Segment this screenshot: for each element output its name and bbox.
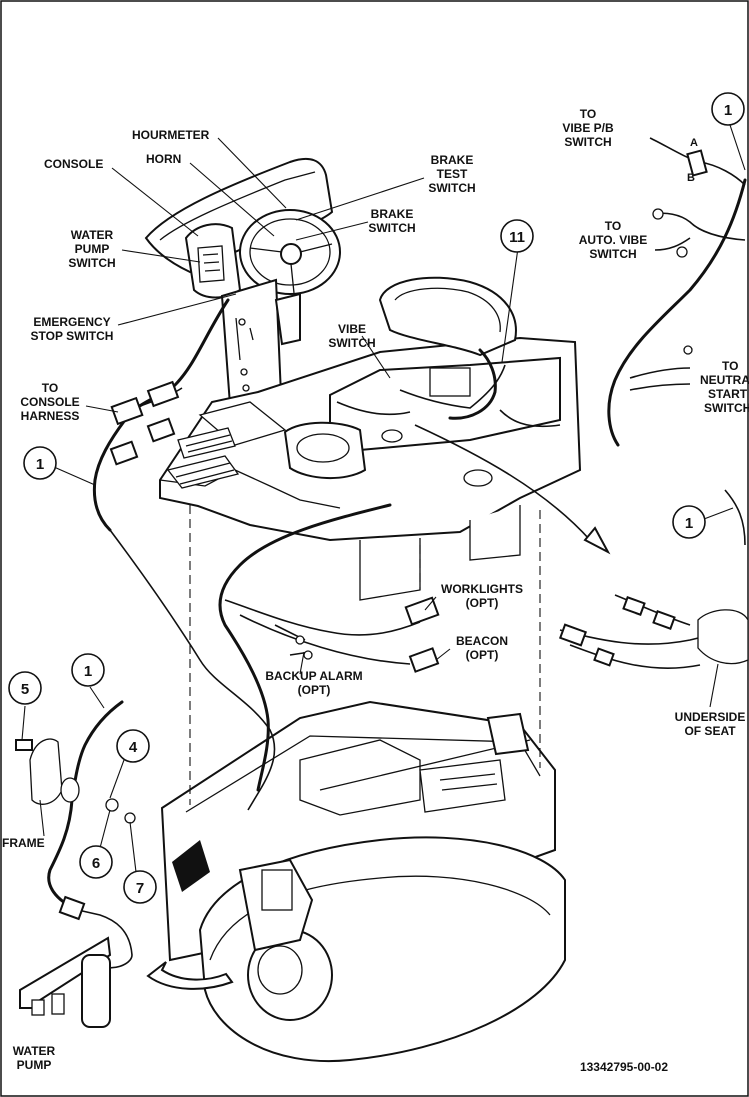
right-harness: [558, 137, 749, 670]
callout-4: 4: [116, 729, 150, 763]
svg-text:BRAKE: BRAKE: [431, 153, 474, 167]
label-vibe-pb-switch: TO VIBE P/B SWITCH: [562, 107, 614, 149]
svg-text:1: 1: [84, 663, 92, 680]
label-auto-vibe-switch: TO AUTO. VIBE SWITCH: [579, 219, 647, 261]
callout-1-bottom: 1: [71, 653, 105, 687]
svg-text:PUMP: PUMP: [75, 242, 110, 256]
label-console-harness: TO CONSOLE HARNESS: [20, 381, 79, 423]
svg-text:START: START: [708, 387, 748, 401]
svg-text:5: 5: [21, 681, 29, 698]
label-pin-b: B: [687, 172, 695, 184]
drum-frame: [146, 700, 566, 1063]
svg-text:TO: TO: [42, 381, 58, 395]
svg-text:SWITCH: SWITCH: [68, 256, 115, 270]
svg-text:BRAKE: BRAKE: [371, 207, 414, 221]
svg-text:(OPT): (OPT): [298, 683, 331, 697]
callout-5: 5: [8, 671, 42, 705]
svg-text:BACKUP ALARM: BACKUP ALARM: [265, 669, 362, 683]
label-pin-a: A: [690, 137, 698, 149]
wire-harness: [92, 298, 611, 811]
svg-text:SWITCH: SWITCH: [564, 135, 611, 149]
part-number: 13342795-00-02: [580, 1060, 668, 1074]
svg-text:7: 7: [136, 880, 144, 897]
callout-1-left: 1: [23, 446, 57, 480]
svg-text:1: 1: [685, 515, 693, 532]
callout-6: 6: [79, 845, 113, 879]
svg-text:UNDERSIDE: UNDERSIDE: [675, 710, 746, 724]
svg-text:AUTO. VIBE: AUTO. VIBE: [579, 233, 647, 247]
svg-text:NEUTRAL: NEUTRAL: [700, 373, 749, 387]
svg-text:EMERGENCY: EMERGENCY: [33, 315, 110, 329]
svg-text:CONSOLE: CONSOLE: [20, 395, 79, 409]
label-water-pump: WATER PUMP: [13, 1044, 56, 1072]
svg-text:1: 1: [724, 102, 732, 119]
svg-text:TO: TO: [605, 219, 621, 233]
svg-text:HARNESS: HARNESS: [21, 409, 80, 423]
svg-text:OF SEAT: OF SEAT: [684, 724, 736, 738]
label-brake-switch: BRAKE SWITCH: [368, 207, 415, 235]
svg-text:4: 4: [129, 739, 138, 756]
svg-text:VIBE P/B: VIBE P/B: [562, 121, 614, 135]
svg-text:11: 11: [509, 229, 525, 246]
leader-lines: [21, 124, 746, 873]
svg-text:6: 6: [92, 855, 100, 872]
svg-text:1: 1: [36, 456, 44, 473]
svg-text:SWITCH: SWITCH: [328, 336, 375, 350]
label-neutral-start-switch: TO NEUTRAL START SWITCH: [700, 359, 749, 415]
operator-deck: [159, 276, 582, 601]
svg-text:WATER: WATER: [71, 228, 114, 242]
label-worklights: WORKLIGHTS (OPT): [441, 582, 523, 610]
callout-7: 7: [123, 870, 157, 904]
svg-text:STOP SWITCH: STOP SWITCH: [31, 329, 114, 343]
label-vibe-switch: VIBE SWITCH: [328, 322, 375, 350]
svg-text:(OPT): (OPT): [466, 596, 499, 610]
svg-text:TO: TO: [580, 107, 596, 121]
svg-text:SWITCH: SWITCH: [428, 181, 475, 195]
label-beacon: BEACON (OPT): [456, 634, 508, 662]
label-console: CONSOLE: [44, 157, 103, 171]
svg-text:PUMP: PUMP: [17, 1058, 52, 1072]
svg-text:TEST: TEST: [437, 167, 468, 181]
svg-text:SWITCH: SWITCH: [704, 401, 749, 415]
label-backup-alarm: BACKUP ALARM (OPT): [265, 669, 362, 697]
svg-text:WATER: WATER: [13, 1044, 56, 1058]
label-emergency-stop-switch: EMERGENCY STOP SWITCH: [31, 315, 114, 343]
svg-text:WORKLIGHTS: WORKLIGHTS: [441, 582, 523, 596]
label-brake-test-switch: BRAKE TEST SWITCH: [428, 153, 475, 195]
svg-text:(OPT): (OPT): [466, 648, 499, 662]
label-underside-of-seat: UNDERSIDE OF SEAT: [675, 710, 746, 738]
svg-text:TO: TO: [722, 359, 738, 373]
label-hourmeter: HOURMETER: [132, 128, 210, 142]
water-pump-detail: [15, 700, 136, 1028]
callout-1-top-right: 1: [711, 92, 745, 126]
callout-1-right: 1: [672, 505, 706, 539]
label-water-pump-switch: WATER PUMP SWITCH: [68, 228, 115, 270]
alignment-lines: [189, 505, 541, 805]
svg-text:SWITCH: SWITCH: [368, 221, 415, 235]
console-assembly: [144, 157, 341, 434]
svg-text:VIBE: VIBE: [338, 322, 366, 336]
callout-11: 11: [500, 219, 534, 253]
label-horn: HORN: [146, 152, 181, 166]
svg-text:BEACON: BEACON: [456, 634, 508, 648]
svg-text:SWITCH: SWITCH: [589, 247, 636, 261]
label-frame: FRAME: [2, 836, 45, 850]
